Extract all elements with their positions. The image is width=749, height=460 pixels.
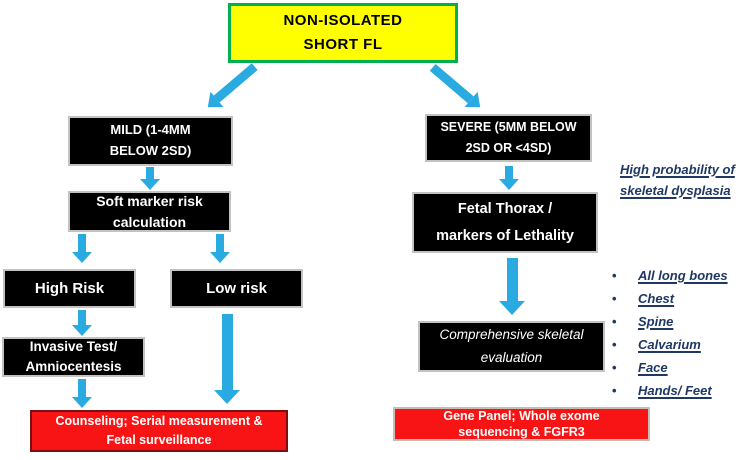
arrow-head	[140, 179, 160, 190]
arrow-head	[499, 301, 525, 315]
node-text-line: Fetal surveillance	[106, 433, 212, 447]
arrow-root-to-mild-icon	[201, 59, 261, 115]
node-text-line: Gene Panel; Whole exome	[443, 408, 600, 423]
list-item: • Spine	[612, 314, 749, 330]
skeletal-checklist: • All long bones • Chest • Spine • Calva…	[612, 268, 749, 406]
bullet-icon: •	[612, 314, 617, 329]
arrow-head	[72, 325, 92, 336]
arrow-head	[210, 252, 230, 263]
arrow-shaft	[430, 63, 474, 103]
arrow-softmarker-to-lowrisk-icon	[210, 234, 230, 263]
node-soft-marker-risk: Soft marker risk calculation	[68, 191, 231, 232]
list-item-label: Calvarium	[638, 337, 701, 352]
arrow-severe-to-fetalthorax-icon	[499, 166, 519, 190]
arrow-root-to-severe-icon	[427, 59, 487, 115]
bullet-icon: •	[612, 383, 617, 398]
node-severe: SEVERE (5MM BELOW 2SD OR <4SD)	[425, 114, 592, 162]
list-item: • Face	[612, 360, 749, 376]
node-text-line: SEVERE (5MM BELOW	[440, 119, 577, 134]
node-text-line: Comprehensive skeletal	[439, 326, 584, 342]
arrow-shaft	[216, 234, 224, 252]
node-text-line: SHORT FL	[303, 36, 383, 53]
arrow-head	[72, 397, 92, 408]
node-mild: MILD (1-4MM BELOW 2SD)	[68, 116, 233, 166]
node-invasive-test: Invasive Test/ Amniocentesis	[2, 337, 145, 377]
list-item-label: Face	[638, 360, 668, 375]
node-fetal-thorax-lethality: Fetal Thorax / markers of Lethality	[412, 192, 598, 253]
arrow-shaft	[78, 234, 86, 252]
node-text-line: Invasive Test/	[29, 339, 118, 355]
node-comprehensive-skeletal-evaluation: Comprehensive skeletal evaluation	[418, 321, 605, 372]
node-text-line: BELOW 2SD)	[109, 143, 192, 158]
bullet-icon: •	[612, 360, 617, 375]
bullet-icon: •	[612, 337, 617, 352]
list-item-label: All long bones	[638, 268, 728, 283]
node-low-risk: Low risk	[170, 269, 303, 308]
annotation-text-line: skeletal dysplasia	[620, 182, 731, 198]
node-text-line: calculation	[112, 213, 187, 230]
bullet-icon: •	[612, 291, 617, 306]
arrow-lowrisk-to-counseling-icon	[214, 314, 240, 404]
node-counseling-surveillance: Counseling; Serial measurement & Fetal s…	[30, 410, 288, 452]
node-text-line: Counseling; Serial measurement &	[55, 413, 263, 428]
node-text-line: evaluation	[480, 349, 543, 365]
node-text-line: Amniocentesis	[25, 359, 122, 374]
arrow-fetalthorax-to-skeletal-icon	[499, 258, 525, 315]
arrow-head	[72, 252, 92, 263]
node-text-line: markers of Lethality	[436, 227, 574, 244]
arrow-softmarker-to-highrisk-icon	[72, 234, 92, 263]
list-item: • Chest	[612, 291, 749, 307]
arrow-head	[214, 390, 240, 404]
node-gene-panel: Gene Panel; Whole exome sequencing & FGF…	[393, 407, 650, 441]
arrow-shaft	[221, 314, 233, 390]
annotation-text-line: High probability of	[620, 162, 735, 177]
list-item-label: Hands/ Feet	[638, 383, 712, 398]
bullet-icon: •	[612, 268, 617, 283]
node-non-isolated-short-fl: NON-ISOLATED SHORT FL	[228, 3, 458, 63]
annotation-high-probability: High probability of skeletal dysplasia	[620, 160, 749, 202]
list-item-label: Chest	[638, 291, 675, 306]
arrow-shaft	[78, 310, 86, 325]
node-text-line: NON-ISOLATED	[283, 12, 403, 29]
arrow-shaft	[214, 63, 258, 103]
list-item: • Hands/ Feet	[612, 383, 749, 399]
node-text-line: MILD (1-4MM	[110, 122, 191, 138]
list-item: • Calvarium	[612, 337, 749, 353]
node-text-line: Fetal Thorax /	[457, 201, 553, 218]
arrow-head	[499, 179, 519, 190]
node-text-line: Soft marker risk	[96, 193, 203, 210]
arrow-highrisk-to-invasive-icon	[72, 310, 92, 336]
arrow-shaft	[506, 258, 518, 301]
arrow-shaft	[146, 167, 154, 179]
node-text-line: sequencing & FGFR3	[458, 425, 585, 439]
node-text-line: High Risk	[34, 280, 105, 297]
list-item: • All long bones	[612, 268, 749, 284]
arrow-invasive-to-counseling-icon	[72, 379, 92, 408]
list-item-label: Spine	[638, 314, 674, 329]
arrow-shaft	[78, 379, 86, 397]
node-text-line: 2SD OR <4SD)	[465, 141, 552, 155]
node-text-line: Low risk	[206, 280, 267, 297]
node-high-risk: High Risk	[3, 269, 136, 308]
arrow-mild-to-softmarker-icon	[140, 167, 160, 190]
arrow-shaft	[505, 166, 513, 179]
